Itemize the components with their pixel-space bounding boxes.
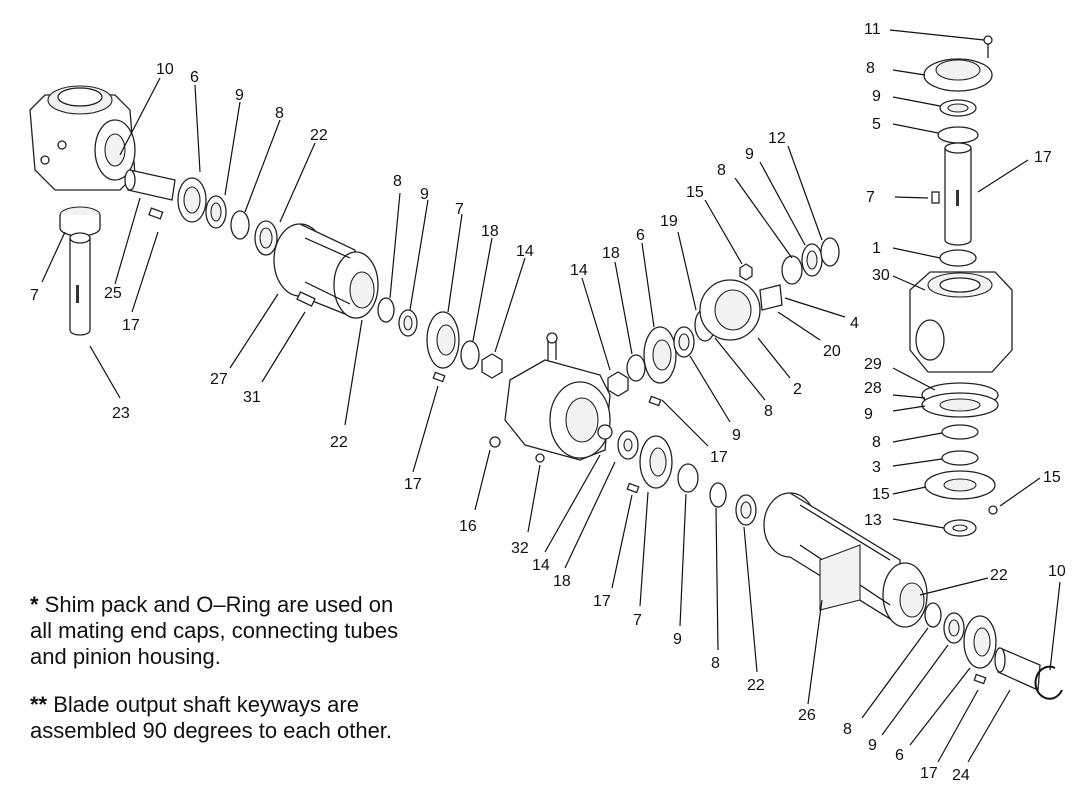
key-center <box>432 371 446 383</box>
callout: 25 <box>104 285 122 302</box>
end-cap-assembly <box>699 237 840 341</box>
callout: 23 <box>112 405 130 422</box>
callout: 4 <box>850 315 859 332</box>
callout: 22 <box>330 434 348 451</box>
callout: 8 <box>872 434 881 451</box>
callout: 2 <box>793 381 802 398</box>
note-marker: ** <box>30 692 48 717</box>
note-shim-pack: * Shim pack and O–Ring are used on all m… <box>30 592 420 670</box>
short-shaft <box>124 169 176 201</box>
callout: 9 <box>732 427 741 444</box>
callout: 8 <box>275 105 284 122</box>
callout: 9 <box>745 146 754 163</box>
callout: 22 <box>310 127 328 144</box>
callout: 17 <box>404 476 422 493</box>
callout: 10 <box>156 61 174 78</box>
callout: 8 <box>866 60 875 77</box>
callout: 9 <box>864 406 873 423</box>
callout: 28 <box>864 380 882 397</box>
left-connecting-tube <box>273 223 379 319</box>
callout: 14 <box>516 243 534 260</box>
callout: 12 <box>768 130 786 147</box>
callout: 9 <box>235 87 244 104</box>
callout: 11 <box>864 21 881 38</box>
callout: 14 <box>532 557 550 574</box>
callout: 18 <box>481 223 499 240</box>
key-lower-middle <box>626 482 640 494</box>
right-connecting-tube <box>763 492 928 628</box>
callout: 9 <box>420 186 429 203</box>
callout: 26 <box>798 707 816 724</box>
key-right <box>973 673 987 685</box>
lower-middle-gear-set <box>617 430 757 526</box>
note-text: Shim pack and O–Ring are used on all mat… <box>30 592 399 669</box>
callout: 31 <box>243 389 261 406</box>
callout: 7 <box>866 189 875 206</box>
callout: 15 <box>686 184 704 201</box>
callout: 3 <box>872 459 881 476</box>
right-end-gear-shaft <box>924 602 1063 700</box>
note-keyways: ** Blade output shaft keyways are assemb… <box>30 692 420 744</box>
callout: 9 <box>673 631 682 648</box>
callout: 18 <box>553 573 571 590</box>
right-gearbox-stack <box>909 35 1013 537</box>
callout: 22 <box>990 567 1008 584</box>
left-gear-bearing-set <box>177 177 278 256</box>
callout: 20 <box>823 343 841 360</box>
callout: 7 <box>633 612 642 629</box>
callout: 24 <box>952 767 970 784</box>
center-left-bearing-gear <box>377 297 503 379</box>
callout: 8 <box>764 403 773 420</box>
callout: 6 <box>636 227 645 244</box>
callout: 6 <box>190 69 199 86</box>
callout: 10 <box>1048 563 1066 580</box>
callout: 17 <box>920 765 938 782</box>
callout-labels: 10 6 9 8 22 7 25 17 23 27 31 22 8 9 7 18… <box>30 21 1066 784</box>
callout: 17 <box>1034 149 1052 166</box>
callout: 8 <box>843 721 852 738</box>
callout: 22 <box>747 677 765 694</box>
callout: 17 <box>593 593 611 610</box>
callout: 7 <box>455 201 464 218</box>
left-pinion-shaft <box>59 206 101 336</box>
callout: 15 <box>1043 469 1061 486</box>
callout: 17 <box>710 449 728 466</box>
callout: 27 <box>210 371 228 388</box>
callout: 8 <box>717 162 726 179</box>
callout: 8 <box>393 173 402 190</box>
center-right-gear-set <box>607 308 716 397</box>
note-text: Blade output shaft keyways are assembled… <box>30 692 393 743</box>
note-marker: * <box>30 592 39 617</box>
callout: 13 <box>864 512 882 529</box>
callout: 15 <box>872 486 890 503</box>
callout: 18 <box>602 245 620 262</box>
callout: 29 <box>864 356 882 373</box>
key-center-right <box>648 395 662 407</box>
callout: 16 <box>459 518 477 535</box>
callout: 5 <box>872 116 881 133</box>
callout: 1 <box>872 240 881 257</box>
key-left <box>148 207 164 220</box>
callout: 7 <box>30 287 39 304</box>
callout: 9 <box>868 737 877 754</box>
callout: 30 <box>872 267 890 284</box>
callout: 14 <box>570 262 588 279</box>
callout: 19 <box>660 213 678 230</box>
callout: 9 <box>872 88 881 105</box>
pinion-housing <box>489 332 613 463</box>
callout: 32 <box>511 540 529 557</box>
callout: 6 <box>895 747 904 764</box>
left-gearbox-housing <box>29 85 136 191</box>
callout: 17 <box>122 317 140 334</box>
callout: 8 <box>711 655 720 672</box>
leader-lines <box>41 29 1061 763</box>
